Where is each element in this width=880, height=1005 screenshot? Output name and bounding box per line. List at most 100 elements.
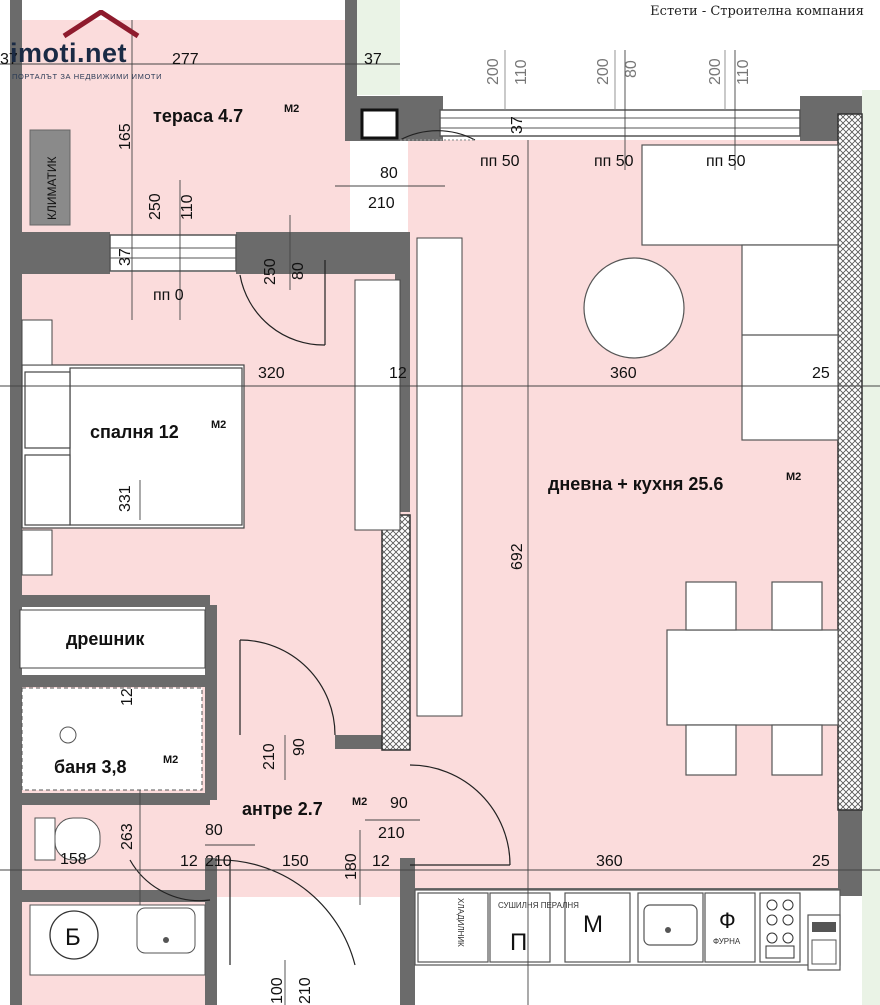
logo-tagline: ПОРТАЛЪТ ЗА НЕДВИЖИМИ ИМОТИ: [12, 72, 163, 81]
coffee-table: [583, 257, 685, 359]
dim-top-110b: 110: [735, 59, 752, 85]
fixture-labels: КЛИМАТИК Б ХЛАДИЛНИК СУШИЛНЯ ПЕРАЛНЯ П М…: [45, 156, 741, 956]
aircon-unit: [29, 129, 71, 226]
dim-210d: 210: [205, 853, 232, 870]
dimension-lines: [0, 20, 880, 1005]
bed: [21, 364, 245, 529]
dim-pp50c: пп 50: [706, 153, 746, 170]
dim-top-200c: 200: [707, 58, 724, 85]
sofa: [641, 144, 839, 441]
nightstand-bottom: [21, 529, 53, 576]
dim-250a: 250: [147, 193, 164, 220]
dim-pp50a: пп 50: [480, 153, 520, 170]
hob-burners: [765, 899, 795, 959]
toilet-bowl: [54, 817, 101, 861]
dim-12b: 12: [119, 688, 136, 706]
wardrobe-box: [19, 609, 206, 669]
shaft: [360, 108, 399, 140]
nightstand-top: [21, 319, 53, 366]
dim-top-left: 37: [0, 51, 18, 68]
kitchen-island: [416, 237, 463, 717]
dim-320: 320: [258, 365, 285, 382]
oven-label: ФУРНА: [713, 937, 741, 946]
bedroom-unit: М2: [211, 419, 226, 431]
dim-80a: 80: [380, 165, 398, 182]
living-unit: М2: [786, 471, 801, 483]
company-name: Естети - Строителна компания: [650, 4, 864, 19]
outside-area-right: [862, 90, 880, 1005]
bathroom-label: баня 3,8: [54, 757, 127, 777]
living-label: дневна + кухня 25.6: [548, 474, 723, 494]
terrace-label: тераса 4.7: [153, 106, 243, 126]
dim-80b: 80: [290, 262, 307, 280]
dim-top-80: 80: [623, 60, 640, 78]
shower-tray: [21, 687, 203, 791]
dim-210a: 210: [368, 195, 395, 212]
dim-331: 331: [117, 485, 134, 512]
svg-text:тераса 4.7: тераса 4.7: [153, 106, 243, 126]
hatched-wall-right: [837, 113, 863, 811]
dim-360a: 360: [610, 365, 637, 382]
windows: [109, 109, 801, 272]
terrace-unit: М2: [284, 103, 299, 115]
dryer-label: СУШИЛНЯ ПЕРАЛНЯ: [498, 901, 579, 910]
dim-12c: 12: [180, 853, 198, 870]
aircon-label: КЛИМАТИК: [45, 156, 59, 220]
hall-unit: М2: [352, 796, 367, 808]
dim-90a: 90: [291, 738, 308, 756]
dim-210e: 210: [297, 977, 314, 1004]
oven-handle: [812, 922, 836, 932]
dishwasher-label: М: [583, 911, 603, 938]
bedroom-label: спалня 12: [90, 422, 179, 442]
oven-symbol: Ф: [719, 908, 736, 933]
dim-pp50b: пп 50: [594, 153, 634, 170]
dim-12d: 12: [372, 853, 390, 870]
dim-180: 180: [343, 853, 360, 880]
dim-37b: 37: [509, 116, 526, 134]
hall-label: антре 2.7: [242, 799, 323, 819]
dim-277: 277: [172, 51, 199, 68]
dim-360b: 360: [596, 853, 623, 870]
wardrobe-label: дрешник: [66, 629, 145, 649]
fridge-label: ХЛАДИЛНИК: [456, 898, 465, 947]
dim-250b: 250: [262, 258, 279, 285]
logo-name: imoti.net: [10, 38, 127, 68]
dim-158: 158: [60, 851, 87, 868]
dimension-lines-gray: [504, 50, 726, 110]
logo[interactable]: imoti.net ПОРТАЛЪТ ЗА НЕДВИЖИМИ ИМОТИ: [6, 10, 166, 81]
dim-top-200a: 200: [485, 58, 502, 85]
dim-150: 150: [282, 853, 309, 870]
dim-80c: 80: [205, 822, 223, 839]
toilet-tank: [34, 817, 56, 861]
hatched-wall-partition: [381, 514, 411, 751]
dim-263: 263: [119, 823, 136, 850]
dim-100: 100: [269, 977, 286, 1004]
shower-drain: [59, 726, 77, 744]
dim-692: 692: [509, 543, 526, 570]
dim-165: 165: [117, 123, 134, 150]
dryer-symbol: П: [510, 929, 527, 956]
bathroom-unit: М2: [163, 754, 178, 766]
dim-top-110a: 110: [513, 59, 530, 85]
house-roof-icon: [62, 10, 140, 39]
boiler-circle: [49, 910, 99, 960]
dim-210b: 210: [261, 743, 278, 770]
dining-set: [666, 581, 839, 776]
tv-cabinet: [354, 279, 401, 531]
dim-90b: 90: [390, 795, 408, 812]
dim-12a: 12: [389, 365, 407, 382]
oven-door: [811, 939, 837, 965]
dim-37a: 37: [117, 248, 134, 266]
terrace-floor: [20, 20, 350, 235]
room-labels: тераса 4.7 М2 спалня 12 М2 дневна + кухн…: [54, 103, 801, 819]
kitchen-sink-drain: [665, 927, 671, 933]
dim-pp0: пп 0: [153, 287, 184, 304]
dimension-labels: 37 277 37 165 250 110 37 пп 0 80 210 250…: [0, 51, 830, 1004]
washbasin: [136, 907, 196, 954]
dim-210c: 210: [378, 825, 405, 842]
doors: [129, 130, 511, 966]
dim-25a: 25: [812, 365, 830, 382]
washbasin-drain: [163, 937, 169, 943]
